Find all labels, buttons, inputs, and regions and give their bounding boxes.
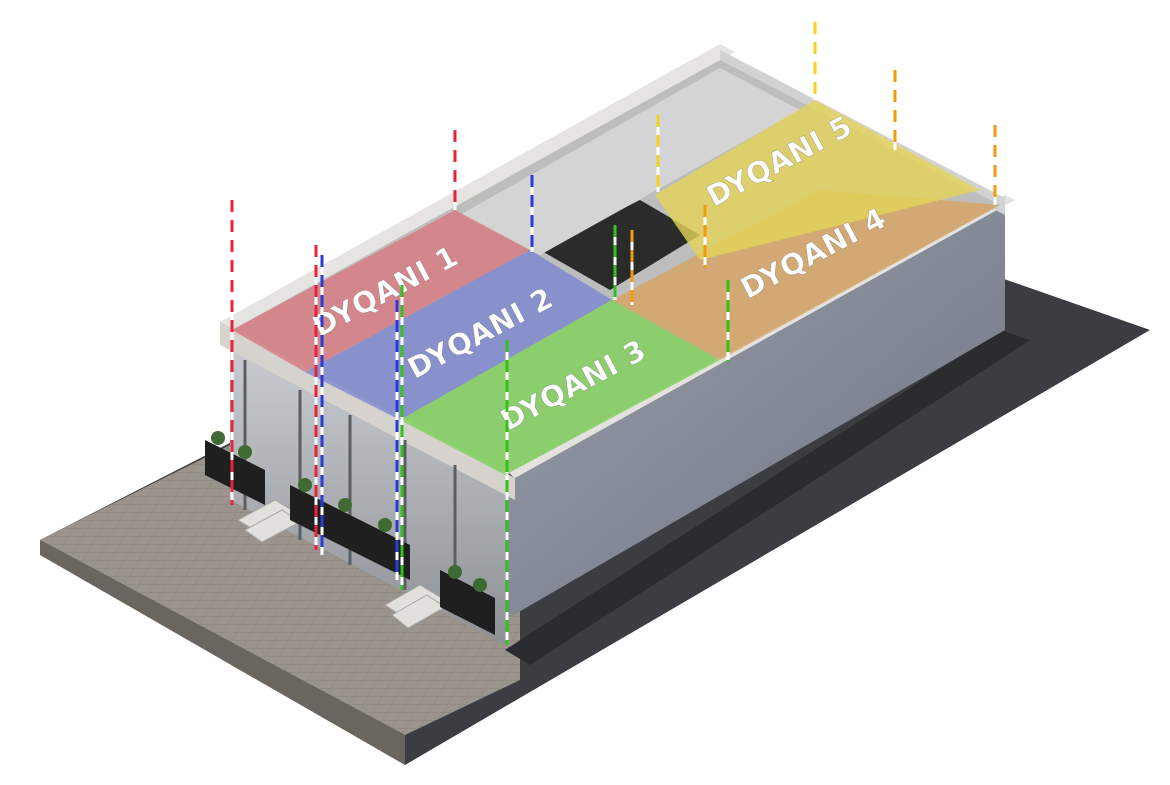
sidewalk <box>40 445 520 735</box>
unit-2-area <box>305 250 612 420</box>
curb <box>40 540 405 765</box>
plinth <box>505 330 1030 665</box>
unit-3-area <box>400 300 720 475</box>
unit-1-area <box>232 210 530 372</box>
storefront-cornice <box>220 322 515 500</box>
dark-room <box>540 200 700 290</box>
back-room-floor <box>460 68 800 255</box>
planters <box>205 431 495 635</box>
boundary-markers <box>230 22 997 645</box>
side-wall <box>505 205 1005 620</box>
unit-5-area <box>655 100 980 260</box>
unit-4-area <box>612 190 1000 360</box>
back-wall-top <box>220 44 735 332</box>
